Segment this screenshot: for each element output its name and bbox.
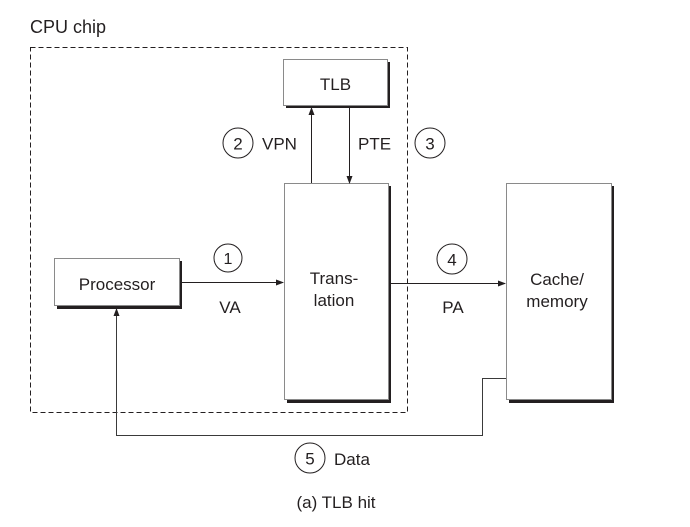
translation-label-line2: lation: [314, 291, 355, 310]
step-2-circle: [222, 127, 254, 159]
step-1-number: 1: [224, 251, 233, 268]
cpu-chip-boundary: [30, 47, 408, 413]
cache-memory-label-line2: memory: [526, 292, 588, 311]
pa-label: PA: [442, 298, 464, 317]
cache-memory-box: Cache/ memory: [506, 183, 614, 403]
processor-box: Processor: [54, 258, 182, 309]
data-label: Data: [334, 450, 370, 469]
tlb-box-frame: [283, 59, 388, 106]
translation-box: Trans- lation: [284, 183, 391, 403]
translation-box-frame: [284, 183, 389, 400]
cpu-chip-label: CPU chip: [30, 17, 106, 37]
processor-box-frame: [54, 258, 180, 306]
cache-memory-label-line1: Cache/: [530, 270, 584, 289]
va-label: VA: [219, 298, 241, 317]
step-2-number: 2: [233, 135, 242, 154]
pte-label: PTE: [358, 135, 391, 154]
step-4-number: 4: [447, 251, 456, 270]
vpn-label: VPN: [262, 135, 297, 154]
translation-label-line1: Trans-: [310, 269, 359, 288]
step-5-number: 5: [305, 450, 314, 469]
step-1-circle: [213, 243, 243, 273]
tlb-label: TLB: [320, 75, 351, 94]
step-3-number: 3: [425, 135, 434, 154]
step-4-circle: [436, 243, 468, 275]
step-3-circle: [414, 127, 446, 159]
processor-label: Processor: [79, 275, 156, 294]
data-return-arrow: [113, 308, 506, 436]
figure-caption: (a) TLB hit: [296, 493, 375, 512]
tlb-box: TLB: [283, 59, 390, 108]
cache-memory-box-frame: [506, 183, 612, 400]
step-5-circle: [294, 442, 326, 474]
